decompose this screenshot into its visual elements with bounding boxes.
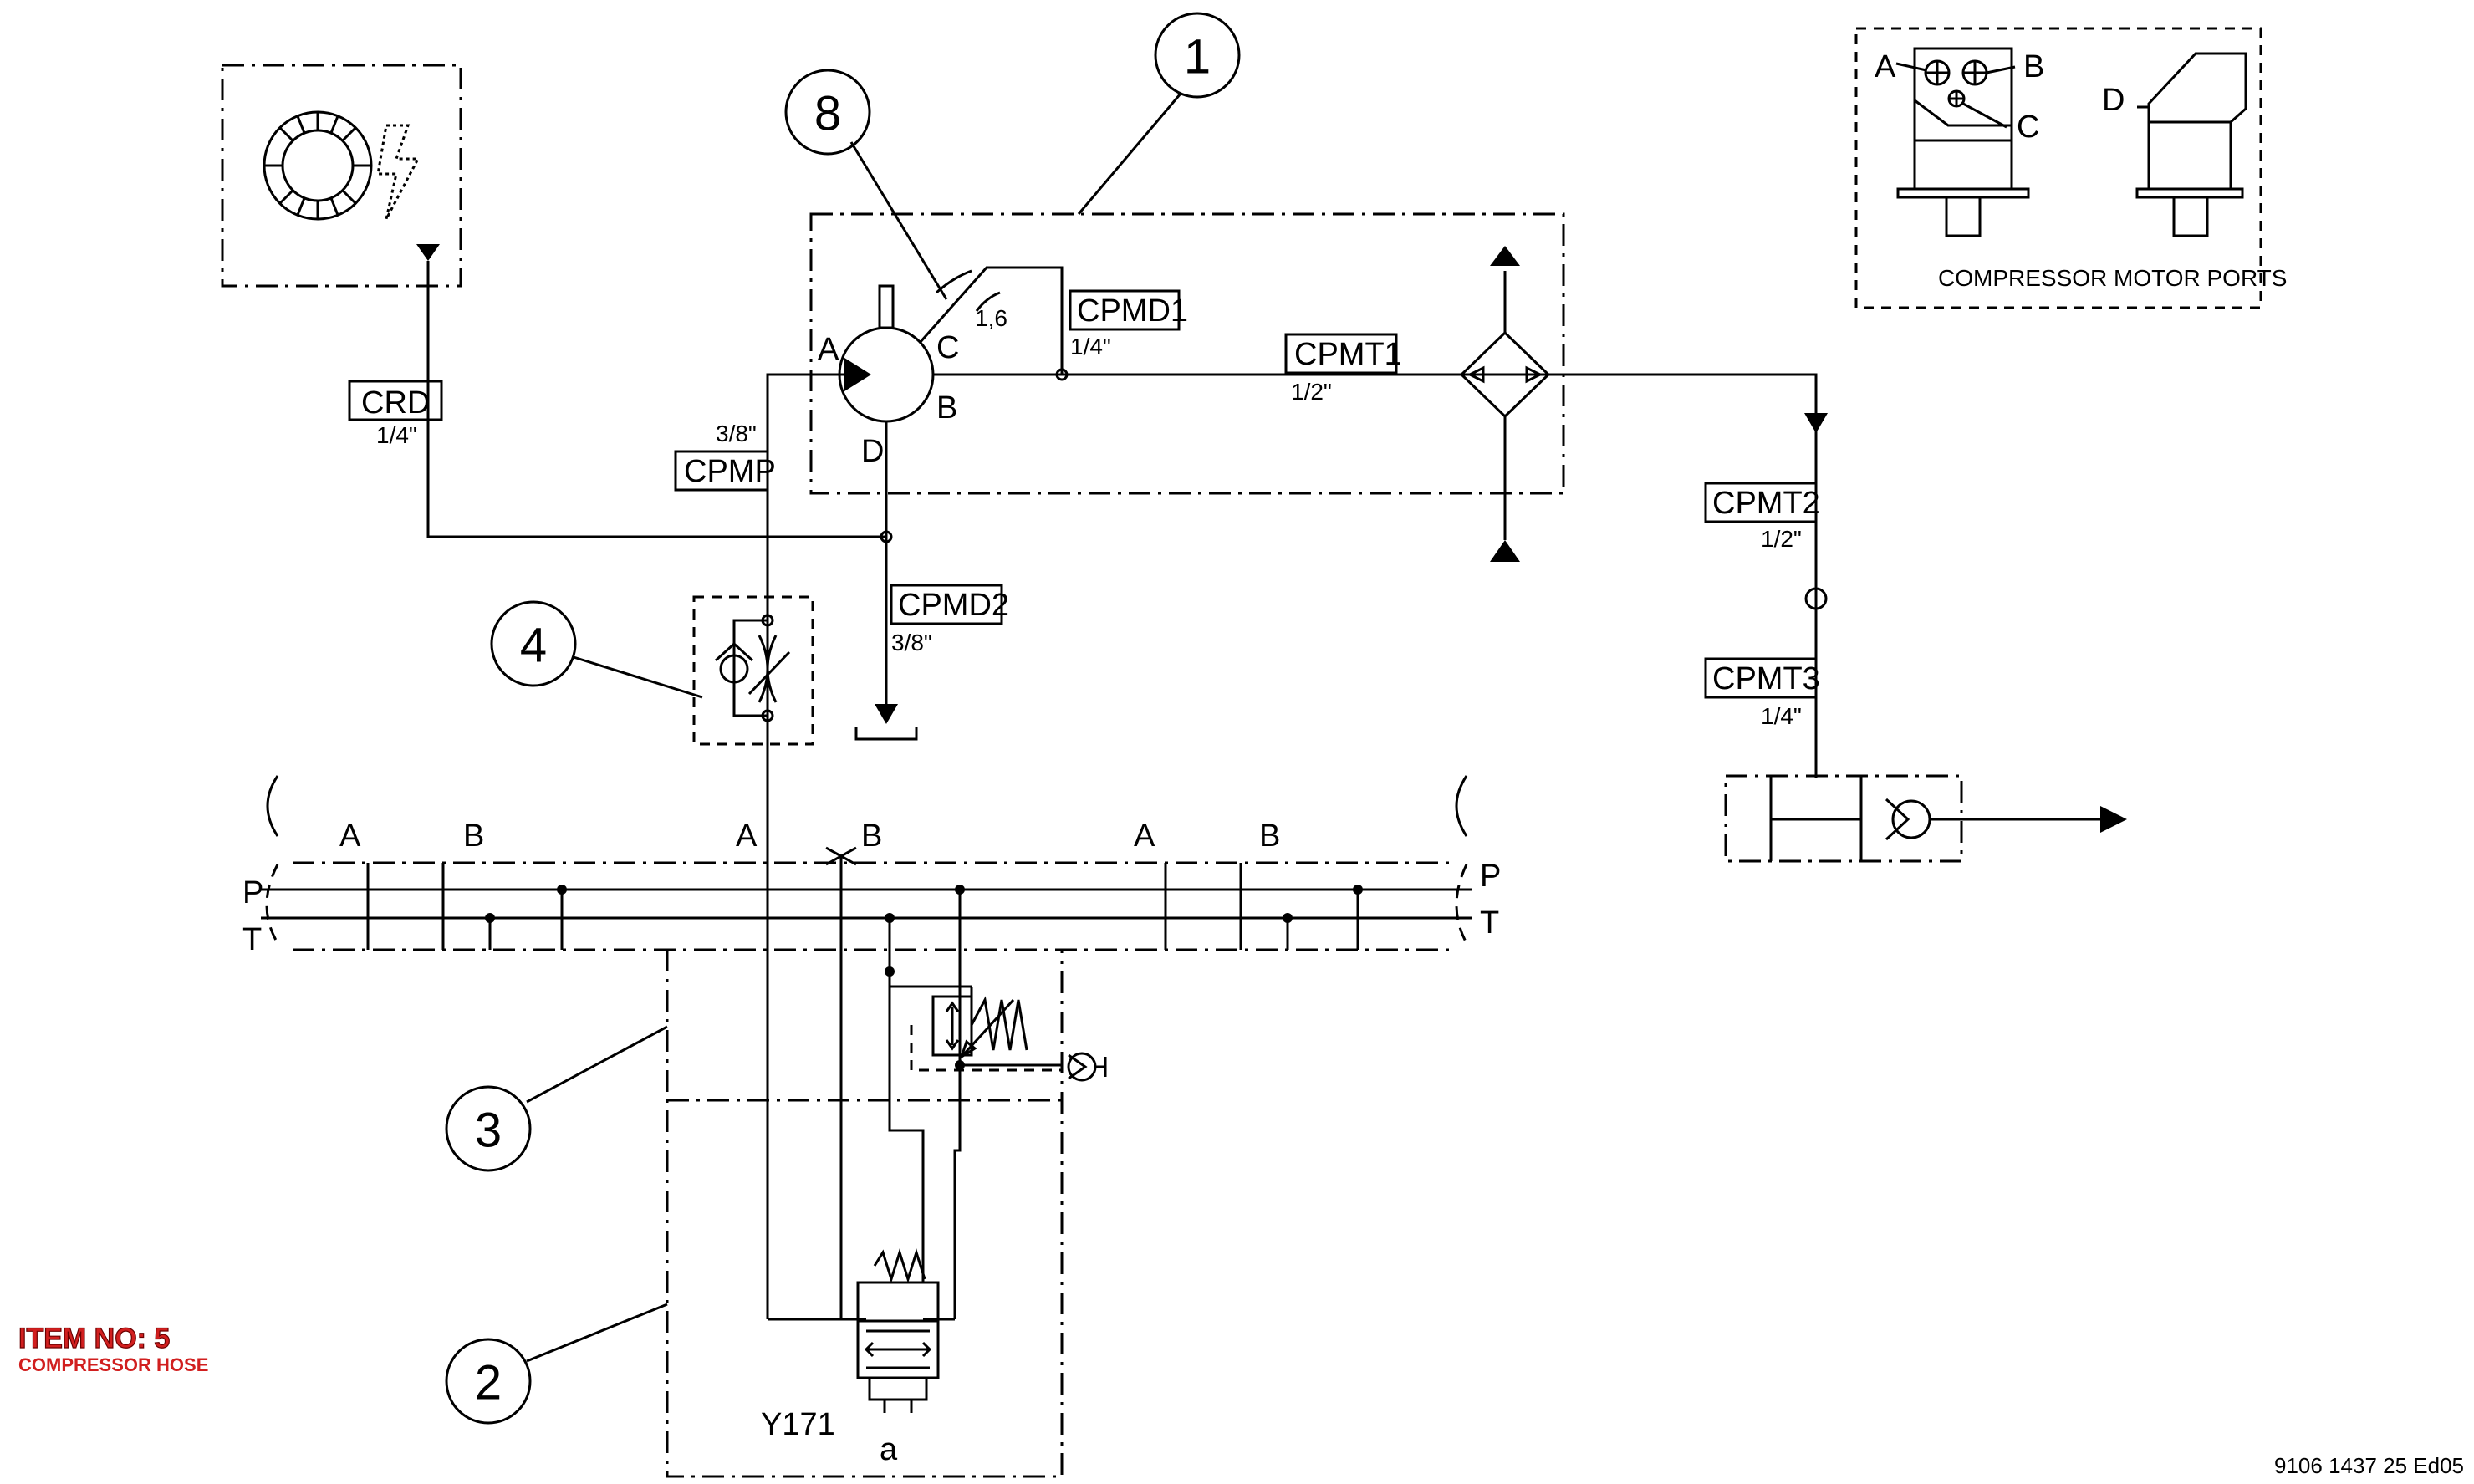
svg-text:CPMD1: CPMD1 (1077, 293, 1188, 329)
motor-port-c: C (936, 330, 959, 365)
svg-text:3: 3 (475, 1104, 502, 1158)
svg-text:CRD: CRD (361, 385, 430, 421)
svg-text:3/8": 3/8" (716, 421, 757, 446)
svg-text:CPMP: CPMP (684, 454, 776, 489)
manifold-port-a-2: A (736, 818, 758, 854)
port-box-label-b: B (2023, 49, 2044, 84)
motor-port-b: B (936, 390, 957, 426)
fan-icon (264, 112, 371, 219)
manifold-port-b-2: B (861, 818, 882, 854)
svg-text:1/4": 1/4" (376, 422, 417, 448)
item-note-subtitle: COMPRESSOR HOSE (18, 1354, 208, 1375)
motor-port-a: A (818, 332, 839, 367)
svg-text:4: 4 (520, 619, 547, 673)
valve-solenoid-label: a (880, 1432, 898, 1467)
hose-label-cpmd2: CPMD2 3/8" (890, 584, 1009, 655)
hose-label-crd: CRD 1/4" (348, 380, 443, 448)
motor-flow-arrow-icon (844, 358, 871, 391)
svg-text:1/4": 1/4" (1070, 334, 1111, 360)
manifold-port-b-1: B (463, 818, 484, 854)
port-marker-icon (416, 244, 440, 261)
compressor-motor: A B C D (818, 284, 959, 469)
hose-label-cpmt3: CPMT3 1/4" (1704, 657, 1820, 729)
port-box-title: COMPRESSOR MOTOR PORTS (1938, 265, 2287, 291)
drawing-reference: 9106 1437 25 Ed05 (2274, 1453, 2464, 1478)
svg-text:1/2": 1/2" (1291, 379, 1332, 405)
manifold-p-left: P (242, 875, 263, 910)
svg-text:2: 2 (475, 1356, 502, 1410)
electric-bolt-icon (376, 124, 421, 220)
manifold-t-left: T (242, 922, 262, 957)
check-throttle-block (692, 493, 814, 1319)
manifold-port-a-1: A (339, 818, 361, 854)
svg-text:CPMT1: CPMT1 (1294, 337, 1402, 372)
svg-text:1/2": 1/2" (1761, 526, 1802, 552)
drain-arrow-icon (875, 704, 898, 724)
manifold-t-right: T (1480, 905, 1499, 941)
svg-text:3/8": 3/8" (891, 630, 932, 655)
callout-3: 3 (445, 1025, 668, 1172)
tank-return-arrow-icon (1804, 413, 1828, 433)
port-box-label-d: D (2102, 83, 2125, 118)
valve-section: Y171 a (666, 890, 1107, 1478)
cooler-filter (1459, 246, 1551, 562)
manifold-port-b-3: B (1259, 818, 1280, 854)
filter-bottom-arrow-icon (1490, 540, 1520, 562)
valve-name: Y171 (761, 1407, 835, 1442)
port-box-label-c: C (2017, 110, 2039, 145)
valve-manifold: A B A B A B P T P T (242, 775, 1501, 1319)
port-box-label-a: A (1875, 49, 1896, 84)
motor-port-d: D (861, 434, 884, 469)
check-valve-block (1724, 774, 2127, 863)
compressor-module-boundary (809, 212, 1565, 495)
callout-8: 8 (784, 69, 948, 300)
svg-text:8: 8 (814, 87, 841, 141)
orifice-label: 1,6 (975, 305, 1007, 331)
callout-1: 1 (1077, 12, 1241, 215)
compressor-motor-ports-box: A B C D COMPRESSOR MOTOR PORTS (1854, 27, 2287, 309)
svg-text:1: 1 (1184, 30, 1211, 84)
callout-4: 4 (490, 600, 703, 699)
manifold-p-right: P (1480, 859, 1501, 894)
manifold-port-a-3: A (1134, 818, 1155, 854)
item-note-title: ITEM NO: 5 (18, 1323, 170, 1354)
cooler-fan-box (221, 64, 462, 288)
svg-text:CPMT3: CPMT3 (1712, 661, 1820, 696)
svg-text:CPMD2: CPMD2 (898, 588, 1009, 623)
outlet-arrow-icon (2100, 806, 2127, 833)
hose-label-cpmd1: CPMD1 1/4" (1069, 289, 1188, 360)
hose-label-cpmp: 3/8" CPMP (674, 421, 776, 492)
svg-text:1/4": 1/4" (1761, 703, 1802, 729)
hose-label-cpmt1: CPMT1 1/2" (1284, 333, 1402, 405)
svg-text:CPMT2: CPMT2 (1712, 486, 1820, 521)
hose-label-cpmt2: CPMT2 1/2" (1704, 482, 1820, 552)
filter-top-arrow-icon (1490, 246, 1520, 266)
callout-2: 2 (445, 1303, 668, 1425)
